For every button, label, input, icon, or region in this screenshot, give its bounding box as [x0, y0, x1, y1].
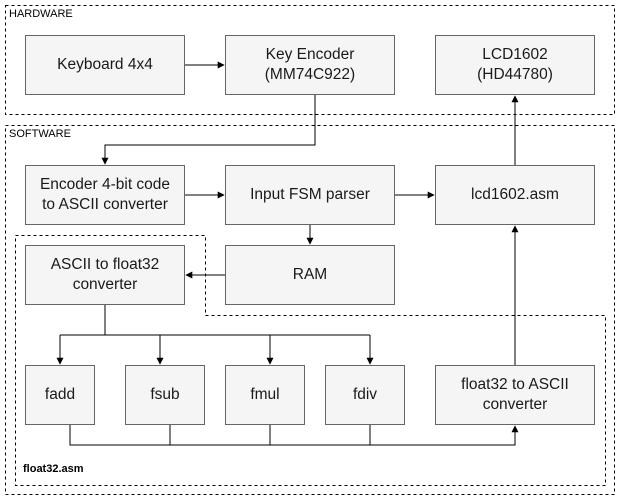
software-group-label: SOFTWARE	[9, 128, 71, 140]
edge-encoder-to-ascii-converter	[101, 95, 316, 165]
ram-label: RAM	[292, 266, 328, 283]
float32-module-label: float32.asm	[23, 463, 84, 475]
fmul-label: fmul	[250, 386, 280, 403]
fadd-block: fadd	[25, 365, 95, 425]
fadd-label: fadd	[44, 386, 76, 403]
fmul-block: fmul	[225, 365, 305, 425]
ascii-converter-label-line2: to ASCII converter	[42, 196, 168, 213]
key-encoder-label-line1: Key Encoder	[265, 46, 355, 63]
fsub-block: fsub	[125, 365, 205, 425]
ascii-converter-block: Encoder 4-bit code to ASCII converter	[25, 165, 185, 225]
lcd-label-line2: (HD44780)	[477, 66, 553, 83]
hardware-group-label: HARDWARE	[9, 8, 73, 20]
key-encoder-block: Key Encoder (MM74C922)	[225, 35, 395, 95]
ascii-to-float-block: ASCII to float32 converter	[25, 245, 185, 305]
float-to-ascii-block: float32 to ASCII converter	[435, 365, 595, 425]
ascii-converter-label-line1: Encoder 4-bit code	[39, 176, 171, 193]
fsm-parser-block: Input FSM parser	[225, 165, 395, 225]
key-encoder-label-line2: (MM74C922)	[264, 66, 356, 83]
software-group-border	[5, 125, 615, 495]
lcd-block: LCD1602 (HD44780)	[435, 35, 595, 95]
hardware-group-border	[5, 5, 615, 115]
float-to-ascii-label-line2: converter	[482, 396, 548, 413]
edge-ops-collector	[69, 425, 519, 446]
ascii-to-float-label-line2: converter	[72, 276, 138, 293]
keyboard-label: Keyboard 4x4	[57, 56, 153, 73]
ascii-to-float-label-line1: ASCII to float32	[50, 256, 160, 273]
float32-module-border	[15, 235, 606, 486]
float-to-ascii-label-line1: float32 to ASCII	[461, 376, 569, 393]
fdiv-block: fdiv	[325, 365, 405, 425]
keyboard-block: Keyboard 4x4	[25, 35, 185, 95]
fsm-parser-label: Input FSM parser	[250, 186, 370, 203]
lcd-driver-block: lcd1602.asm	[435, 165, 595, 225]
lcd-label-line1: LCD1602	[482, 46, 548, 63]
ram-block: RAM	[225, 245, 395, 305]
lcd-driver-label: lcd1602.asm	[471, 186, 559, 203]
fdiv-label: fdiv	[352, 386, 378, 403]
fsub-label: fsub	[150, 386, 180, 403]
